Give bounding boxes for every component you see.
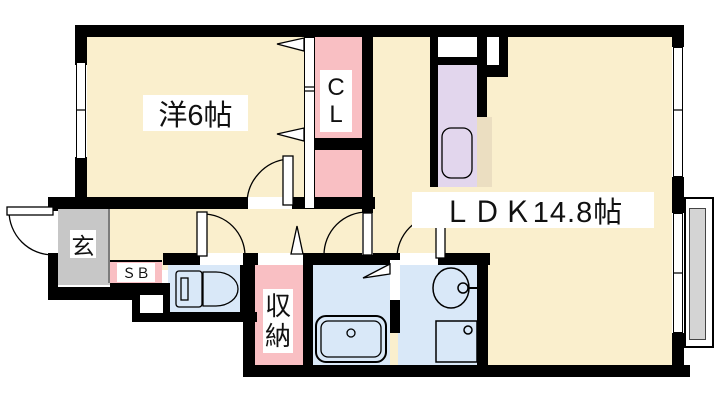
room-bath-floor <box>313 265 390 365</box>
storage-label-line2: 納 <box>264 321 291 351</box>
wall <box>477 37 487 117</box>
doorway <box>200 253 243 265</box>
wall <box>243 365 690 377</box>
wall <box>477 253 488 365</box>
closet-label-line2: L <box>329 101 343 128</box>
wall-void <box>140 295 163 313</box>
doorway <box>48 211 58 253</box>
kitchen-counter-edge <box>477 117 492 187</box>
doorway <box>258 253 303 265</box>
wall <box>672 25 684 47</box>
wall <box>75 25 684 37</box>
room-label-entrance: 玄 <box>70 230 96 259</box>
room-label-storage: 収 納 <box>263 289 293 353</box>
doorway <box>400 253 438 265</box>
wall <box>48 197 375 209</box>
room-label-western: 洋6帖 <box>143 95 248 132</box>
folding-door-track <box>304 37 315 209</box>
wall <box>110 283 170 295</box>
wall-niche <box>487 37 499 65</box>
window <box>673 213 683 333</box>
room-label-shoebox: ＳＢ <box>117 263 155 282</box>
room-toilet-floor <box>168 265 248 315</box>
doorway <box>362 213 373 255</box>
window <box>673 47 683 177</box>
wall <box>163 312 257 322</box>
wall <box>487 65 508 77</box>
wall <box>672 333 684 377</box>
wall <box>243 312 255 377</box>
kitchen-counter <box>438 57 477 187</box>
door-arc-entrance <box>6 206 54 256</box>
closet-divider-wall <box>315 138 362 150</box>
wall <box>438 57 477 65</box>
room-label-ldk: ＬＤＫ14.8帖 <box>412 192 654 229</box>
doorway <box>390 260 400 300</box>
wall <box>75 25 87 65</box>
doorway <box>248 197 292 209</box>
room-washroom-floor <box>398 265 477 365</box>
closet-label-line1: C <box>327 74 345 101</box>
wall-niche <box>438 37 477 57</box>
balcony-deck <box>689 208 706 340</box>
wall <box>672 177 684 213</box>
wall <box>499 37 508 65</box>
room-label-closet: C L <box>320 70 352 132</box>
wall <box>303 253 313 365</box>
storage-label-line1: 収 <box>264 291 291 321</box>
window <box>76 62 86 159</box>
wall <box>430 37 438 187</box>
